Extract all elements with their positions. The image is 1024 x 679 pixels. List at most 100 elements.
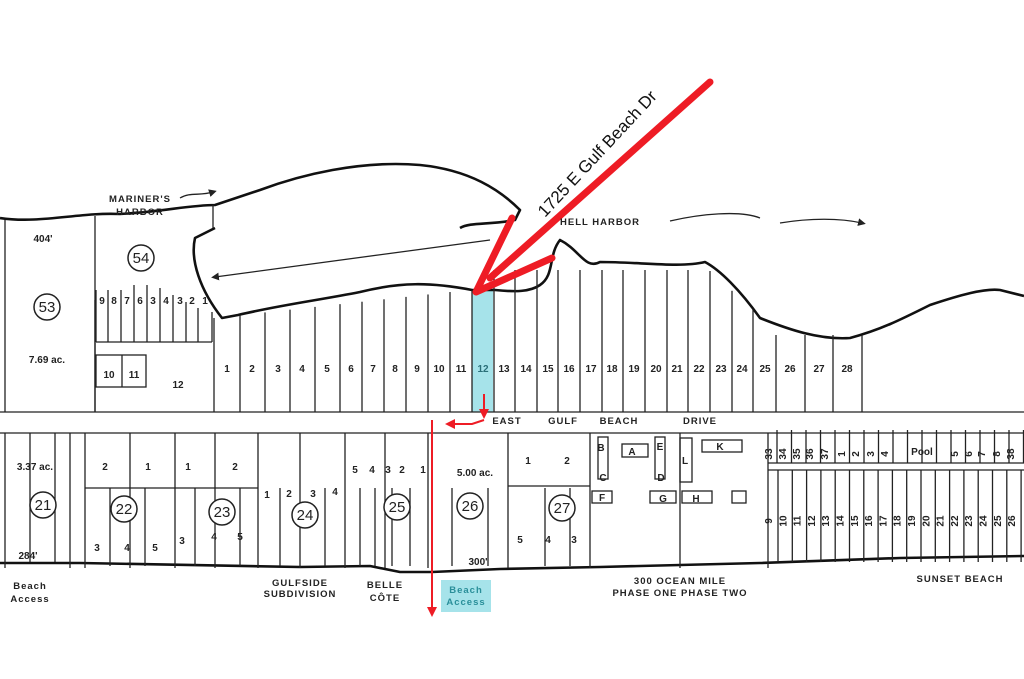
sunset-south-lot: 13: [821, 515, 832, 527]
north-lot-number: 24: [736, 364, 748, 375]
address-arrow: [472, 78, 714, 296]
north-lot-number: 3: [275, 364, 281, 375]
block-number: 54: [133, 250, 150, 267]
north-lot-number: 7: [370, 364, 376, 375]
north-lot-number: 9: [414, 364, 420, 375]
ocean-mile-unit: D: [657, 473, 664, 484]
sunset-south-lot: 11: [793, 515, 804, 526]
south-lot-number: 3: [385, 465, 391, 476]
south-lot-number: 1: [420, 465, 426, 476]
road-name-word: GULF: [548, 416, 578, 427]
road-name-word: DRIVE: [683, 416, 717, 427]
sunset-north-lot: 2: [851, 451, 862, 457]
south-lot-number: 4: [332, 487, 338, 498]
unit-g: [649, 490, 677, 504]
north-lot-number: 27: [813, 364, 825, 375]
beach-access-path: [427, 394, 489, 617]
unit-l: [679, 437, 693, 483]
sunset-north-lot: 34: [778, 448, 789, 460]
highlighted-beach-access-label: Beach: [449, 585, 483, 596]
south-lot-number: 5: [152, 543, 158, 554]
south-lot-number: 4: [124, 543, 130, 554]
block54-lot-number: 7: [124, 296, 130, 307]
block54-lot-number: 2: [189, 296, 195, 307]
lagoon-shoreline: [192, 226, 1024, 340]
ocean-mile-unit: C: [599, 473, 606, 484]
sunset-south-lot: 24: [979, 515, 990, 527]
sunset-north-lot: 3: [866, 451, 877, 457]
gulf-shoreline: [0, 554, 1024, 574]
bottom-label-sunset-beach-label: SUNSET BEACH: [917, 574, 1004, 585]
ocean-mile-unit: G: [659, 494, 667, 505]
block54-lot-number: 10: [103, 370, 115, 381]
block-number: 21: [35, 497, 52, 514]
block-circle: [548, 494, 576, 522]
mariners-harbor-label: MARINER'S: [109, 194, 171, 205]
block54-lot-number: 12: [172, 380, 184, 391]
north-lot-number: 6: [348, 364, 354, 375]
north-lot-number: 13: [498, 364, 510, 375]
ocean-mile-unit: F: [599, 493, 605, 504]
block54-lot-number: 3: [150, 296, 156, 307]
acreage-7-69: 7.69 ac.: [29, 355, 65, 366]
beach-access-highlight: [441, 580, 491, 612]
block-number: 22: [116, 501, 133, 518]
sunset-south-lot: 23: [964, 515, 975, 527]
bottom-label-belle-cote-label: BELLE: [367, 580, 403, 591]
south-lot-number: 2: [232, 462, 238, 473]
north-lot-number: 21: [671, 364, 683, 375]
block54-lot-number: 1: [202, 296, 208, 307]
south-lot-number: 1: [525, 456, 531, 467]
bottom-label-ocean-mile-label: 300 OCEAN MILE: [634, 576, 726, 587]
mariners-harbor-label: HARBOR: [116, 207, 164, 218]
north-lot-number: 19: [628, 364, 640, 375]
ocean-mile-unit: B: [597, 443, 604, 454]
north-lot-number: 1: [224, 364, 230, 375]
block-number: 25: [389, 499, 406, 516]
bottom-label-beach-access-label: Beach: [13, 581, 47, 592]
unit-f: [591, 490, 613, 504]
sunset-north-lot: 1: [837, 451, 848, 457]
south-lot-number: 3: [179, 536, 185, 547]
south-lot-number: 4: [211, 532, 217, 543]
south-lot-number: 3: [571, 535, 577, 546]
unit-bc: [597, 436, 609, 480]
south-lot-number: 5: [352, 465, 358, 476]
block54-lot-number: 9: [99, 296, 105, 307]
sunset-south-lot: 15: [850, 515, 861, 527]
unit-k: [701, 439, 743, 453]
highlighted-lot-12: [472, 290, 493, 412]
south-lot-number: 4: [545, 535, 551, 546]
sunset-north-lot: 37: [820, 448, 831, 460]
south-lot-number: 1: [145, 462, 151, 473]
unit-ed: [654, 436, 666, 480]
highlighted-beach-access-label: Access: [446, 597, 485, 608]
south-lot-number: 2: [102, 462, 108, 473]
sunset-north-lot: 7: [977, 451, 988, 457]
south-lot-number: 1: [264, 490, 270, 501]
north-lot-number: 11: [456, 364, 467, 375]
sunset-south-lot: 18: [893, 515, 904, 527]
water-flow-arrow-east: [669, 212, 862, 223]
bottom-label-belle-cote-label: CÔTE: [370, 592, 400, 604]
north-lot-number: 26: [784, 364, 796, 375]
sunset-south-lot: 20: [921, 515, 932, 527]
ocean-mile-unit: L: [682, 456, 688, 467]
unit-a: [621, 443, 649, 458]
block-circle: [456, 492, 484, 520]
lot-lines: [4, 216, 1024, 568]
north-lot-number: 20: [650, 364, 662, 375]
south-lot-number: 2: [286, 489, 292, 500]
north-lot-number: 28: [841, 364, 853, 375]
unit-h: [681, 490, 713, 504]
north-lot-number: 5: [324, 364, 330, 375]
sunset-north-lot: 38: [1006, 448, 1017, 460]
sunset-north-lot: 6: [964, 451, 975, 457]
sunset-north-lot: 8: [992, 451, 1003, 457]
sunset-south-lot: 25: [993, 515, 1004, 527]
block-circle: [29, 491, 57, 519]
block-number: 26: [462, 498, 479, 515]
north-lot-number: 4: [299, 364, 305, 375]
sunset-south-lot: 17: [878, 515, 889, 527]
